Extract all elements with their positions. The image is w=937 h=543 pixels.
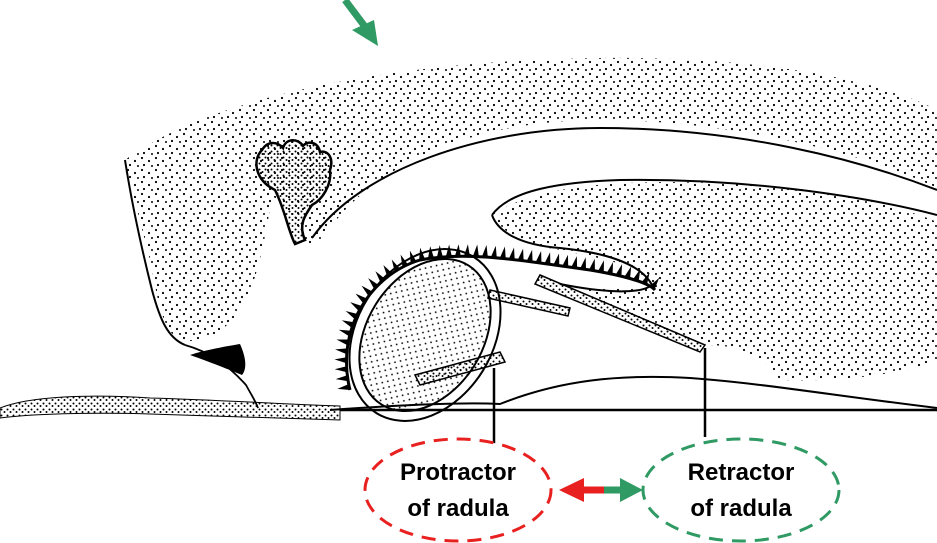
- buccal-mass-stipple: [492, 182, 937, 380]
- radula-tooth: [464, 244, 470, 256]
- retractor-label-line2: of radula: [690, 495, 792, 522]
- retractor-outline: [643, 439, 839, 541]
- substrate-stipple: [0, 396, 340, 420]
- pointer-arrow: [345, 0, 378, 46]
- radula-tooth: [334, 357, 346, 363]
- protractor-label-line1: Protractor: [400, 459, 516, 486]
- radula-tooth: [473, 245, 479, 257]
- retractor-label-line1: Retractor: [688, 459, 795, 486]
- reciprocal-arrow: [559, 478, 643, 502]
- protractor-outline: [365, 439, 551, 541]
- radula-tooth: [446, 244, 452, 256]
- protractor-label-line2: of radula: [407, 495, 509, 522]
